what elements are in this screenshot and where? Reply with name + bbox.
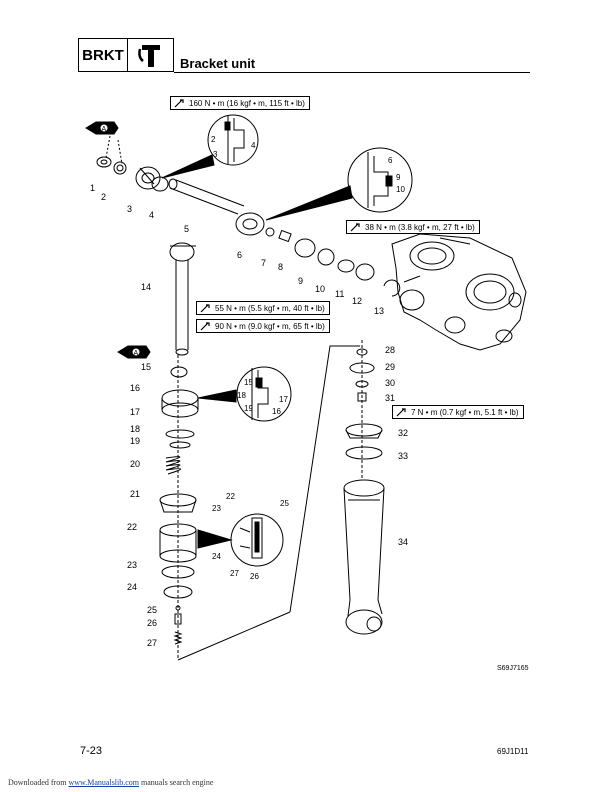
torque-wrench-icon [200, 304, 210, 313]
download-prefix: Downloaded from [8, 778, 67, 787]
detail-d-label-25: 25 [280, 499, 289, 508]
detail-b-label-10: 10 [396, 185, 405, 194]
page-title: Bracket unit [180, 56, 256, 71]
svg-text:A: A [102, 126, 107, 133]
section-code: BRKT [82, 46, 124, 64]
callout-19: 19 [130, 436, 140, 446]
detail-b-label-9: 9 [396, 173, 401, 182]
callout-1: 1 [90, 183, 95, 193]
callout-2: 2 [101, 192, 106, 202]
callout-24: 24 [127, 582, 137, 592]
callout-13: 13 [374, 306, 384, 316]
torque-wrench-icon [396, 408, 406, 417]
callout-28: 28 [385, 345, 395, 355]
figure-code: S69J7165 [497, 665, 529, 672]
detail-d-label-26: 26 [250, 572, 259, 581]
download-footer: Downloaded from www.Manualslib.com manua… [8, 778, 213, 787]
callout-11: 11 [335, 289, 344, 299]
callout-16: 16 [130, 383, 140, 393]
lubricant-a-symbol-top: A [85, 121, 119, 135]
callout-4: 4 [149, 210, 154, 220]
callout-18: 18 [130, 424, 140, 434]
torque-spec-160nm: 160 N • m (16 kgf • m, 115 ft • lb) [170, 96, 310, 110]
manualslib-link[interactable]: www.Manualslib.com [68, 778, 140, 787]
callout-25: 25 [147, 605, 157, 615]
torque-spec-7nm: 7 N • m (0.7 kgf • m, 5.1 ft • lb) [392, 405, 524, 419]
bracket-unit-icon [128, 38, 174, 72]
detail-c-label-18: 18 [237, 391, 246, 400]
torque-wrench-icon [174, 99, 184, 108]
header-rule [174, 72, 530, 73]
detail-d-label-24: 24 [212, 552, 221, 561]
callout-14: 14 [141, 282, 151, 292]
callout-23: 23 [127, 560, 137, 570]
detail-c-label-15: 15 [244, 378, 253, 387]
callout-labels: 1 2 3 4 5 6 7 8 9 10 11 12 13 14 15 16 1… [90, 135, 408, 648]
torque-spec-55nm: 55 N • m (5.5 kgf • m, 40 ft • lb) [196, 301, 330, 315]
callout-8: 8 [278, 262, 283, 272]
callout-20: 20 [130, 459, 140, 469]
download-suffix: manuals search engine [141, 778, 214, 787]
detail-c-label-16: 16 [272, 407, 281, 416]
callout-3: 3 [127, 204, 132, 214]
section-code-box: BRKT [78, 38, 128, 72]
detail-d-label-23: 23 [212, 504, 221, 513]
callout-7: 7 [261, 258, 266, 268]
callout-30: 30 [385, 378, 395, 388]
detail-c-label-19: 19 [244, 404, 253, 413]
callout-31: 31 [385, 393, 395, 403]
callout-12: 12 [352, 296, 362, 306]
detail-a-label-3: 3 [213, 150, 218, 159]
callout-27: 27 [147, 638, 157, 648]
detail-d-label-27: 27 [230, 569, 239, 578]
svg-text:A: A [134, 350, 139, 357]
callout-6: 6 [237, 250, 242, 260]
callout-10: 10 [315, 284, 325, 294]
callout-33: 33 [398, 451, 408, 461]
detail-a-label-2: 2 [211, 135, 216, 144]
detail-d-label-22: 22 [226, 492, 235, 501]
torque-wrench-icon [350, 223, 360, 232]
page-number: 7-23 [80, 745, 103, 757]
torque-spec-90nm: 90 N • m (9.0 kgf • m, 65 ft • lb) [196, 319, 330, 333]
callout-17: 17 [130, 407, 140, 417]
callout-26: 26 [147, 618, 157, 628]
callout-29: 29 [385, 362, 395, 372]
torque-wrench-icon [200, 322, 210, 331]
callout-15: 15 [141, 362, 151, 372]
callout-9: 9 [298, 276, 303, 286]
detail-a-label-4: 4 [251, 141, 256, 150]
callout-5: 5 [184, 224, 189, 234]
torque-spec-38nm: 38 N • m (3.8 kgf • m, 27 ft • lb) [346, 220, 480, 234]
callout-32: 32 [398, 428, 408, 438]
callout-34: 34 [398, 537, 408, 547]
lubricant-a-symbol-middle: A [117, 345, 151, 359]
callout-22: 22 [127, 522, 137, 532]
document-code: 69J1D11 [497, 747, 529, 756]
detail-c-label-17: 17 [279, 395, 288, 404]
detail-b-label-6: 6 [388, 156, 393, 165]
callout-21: 21 [130, 489, 140, 499]
